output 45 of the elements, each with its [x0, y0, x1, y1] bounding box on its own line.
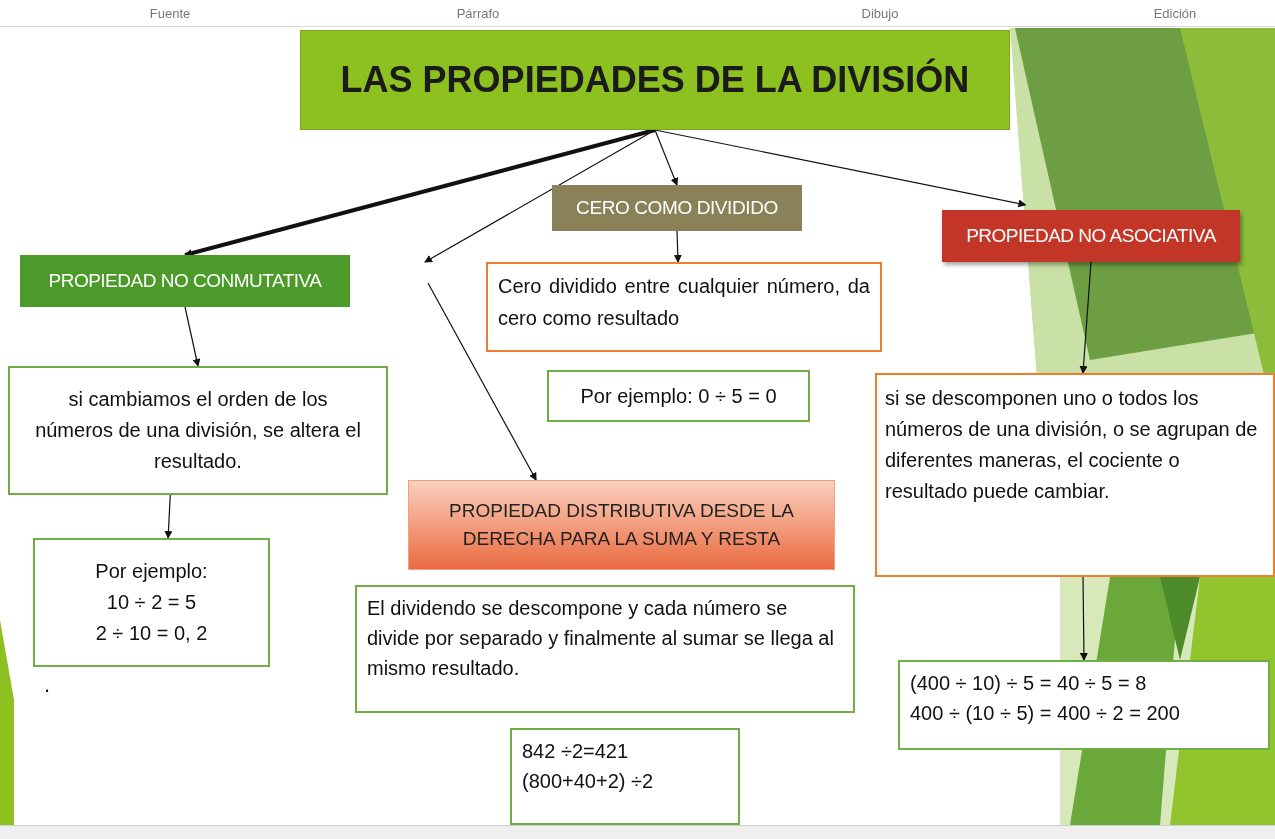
box-text: PROPIEDAD DISTRIBUTIVA DESDE LA DERECHA PARA LA SUMA Y RESTA: [448, 498, 795, 551]
box-text: CERO COMO DIVIDIDO: [576, 197, 778, 219]
toolbar-group-label: Edición: [1153, 6, 1197, 21]
note-text: .: [44, 672, 51, 698]
arrow: [184, 128, 656, 258]
example-box: [33, 538, 270, 667]
arrow: [1079, 261, 1092, 374]
arrow: [164, 494, 173, 539]
example-box: [510, 728, 740, 825]
box-text: (400 ÷ 10) ÷ 5 = 40 ÷ 5 = 8: [910, 671, 1148, 696]
description-box: [486, 262, 882, 352]
description-box: [875, 373, 1275, 577]
category-box: [20, 255, 350, 307]
box-text: Por ejemplo:: [95, 559, 208, 584]
toolbar-group-label: Párrafo: [456, 6, 500, 21]
category-box: [552, 185, 802, 231]
category-box: [408, 480, 835, 570]
box-text: El dividendo se descompone y cada número se divide por separado y finalmente al sumar se llega al mismo resultado.: [367, 596, 835, 681]
arrow: [424, 129, 656, 263]
toolbar-group-label: Dibujo: [861, 6, 899, 21]
title-box: [300, 30, 1010, 130]
box-text: Cero dividido entre cualquier número, da cero como resultado: [498, 274, 870, 331]
box-text: PROPIEDAD NO ASOCIATIVA: [966, 225, 1216, 247]
box-text: PROPIEDAD NO CONMUTATIVA: [48, 270, 322, 292]
box-text: Por ejemplo: 0 ÷ 5 = 0: [580, 383, 777, 409]
box-text: si cambiamos el orden de los números de una división, se altera el resultado.: [34, 387, 362, 474]
arrow: [673, 230, 682, 263]
arrow: [654, 129, 679, 186]
arrow: [1079, 576, 1088, 661]
description-box: [8, 366, 388, 495]
category-box: [942, 210, 1240, 262]
example-box: [898, 660, 1270, 750]
box-text: 10 ÷ 2 = 5: [106, 590, 197, 615]
arrow: [184, 306, 201, 367]
description-box: [355, 585, 855, 713]
example-box: [547, 370, 810, 422]
box-text: 400 ÷ (10 ÷ 5) = 400 ÷ 2 = 200: [910, 701, 1181, 726]
box-text: 842 ÷2=421: [522, 739, 630, 764]
box-text: (800+40+2) ÷2: [522, 769, 655, 794]
title-text: LAS PROPIEDADES DE LA DIVISIÓN: [340, 59, 970, 101]
toolbar-group-label: Fuente: [149, 6, 191, 21]
box-text: 2 ÷ 10 = 0, 2: [95, 621, 208, 646]
arrow: [654, 129, 1027, 208]
arrow: [427, 282, 537, 481]
box-text: si se descomponen uno o todos los números de una división, o se agrupan de diferentes maneras, el cociente o resultado puede cambiar.: [885, 386, 1259, 504]
